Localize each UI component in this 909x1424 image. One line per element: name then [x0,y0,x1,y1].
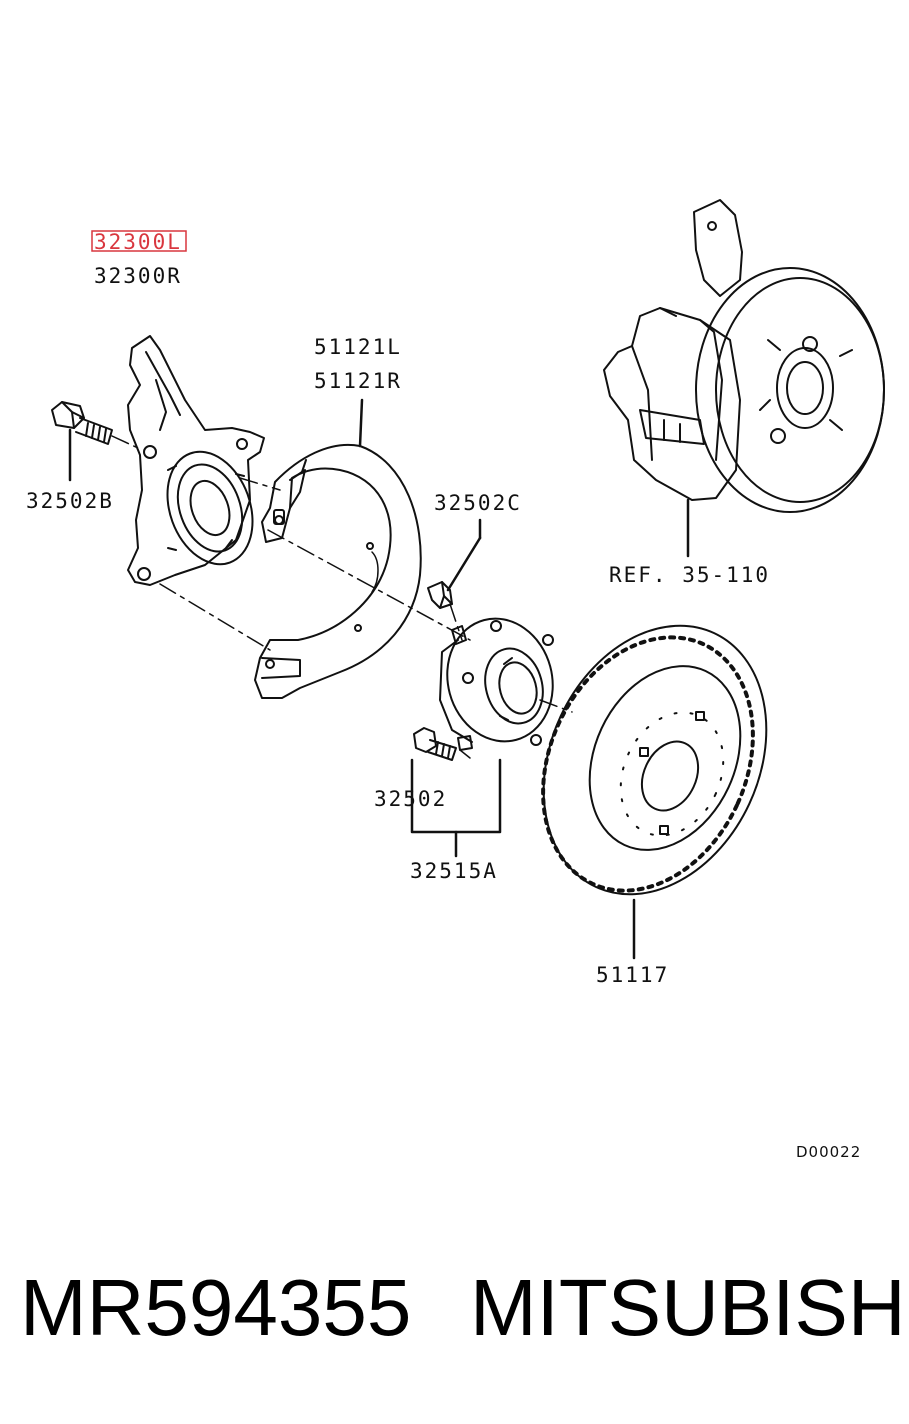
steering-knuckle [127,335,265,586]
label-51121r[interactable]: 51121R [314,369,402,393]
shield-bolt [427,518,482,609]
label-ref-35-110[interactable]: REF. 35-110 [609,563,770,587]
label-32502c[interactable]: 32502C [434,491,522,515]
label-32502[interactable]: 32502 [374,787,447,811]
footer-caption: MR594355 MITSUBISHI [0,1262,909,1362]
dust-shield [254,398,422,699]
knuckle-bolt [51,401,113,482]
brand-name: MITSUBISHI [470,1263,909,1352]
reference-brake-assembly [603,199,885,558]
label-51117[interactable]: 51117 [596,963,669,987]
label-32502b[interactable]: 32502B [26,489,114,513]
alignment-lines [111,435,573,759]
hub-assembly [439,617,554,751]
label-32515a[interactable]: 32515A [410,859,498,883]
highlight-box [91,230,187,252]
part-number: MR594355 [20,1263,412,1352]
diagram-code: D00022 [796,1143,861,1161]
label-51121l[interactable]: 51121L [314,335,402,359]
label-32300l[interactable]: 32300L [94,230,182,254]
parts-diagram: 32300L 32300R 32502B 51121L 51121R 32502… [26,199,885,1161]
hub-bolt [410,727,502,858]
brake-rotor [541,624,768,960]
label-32300r[interactable]: 32300R [94,264,182,288]
